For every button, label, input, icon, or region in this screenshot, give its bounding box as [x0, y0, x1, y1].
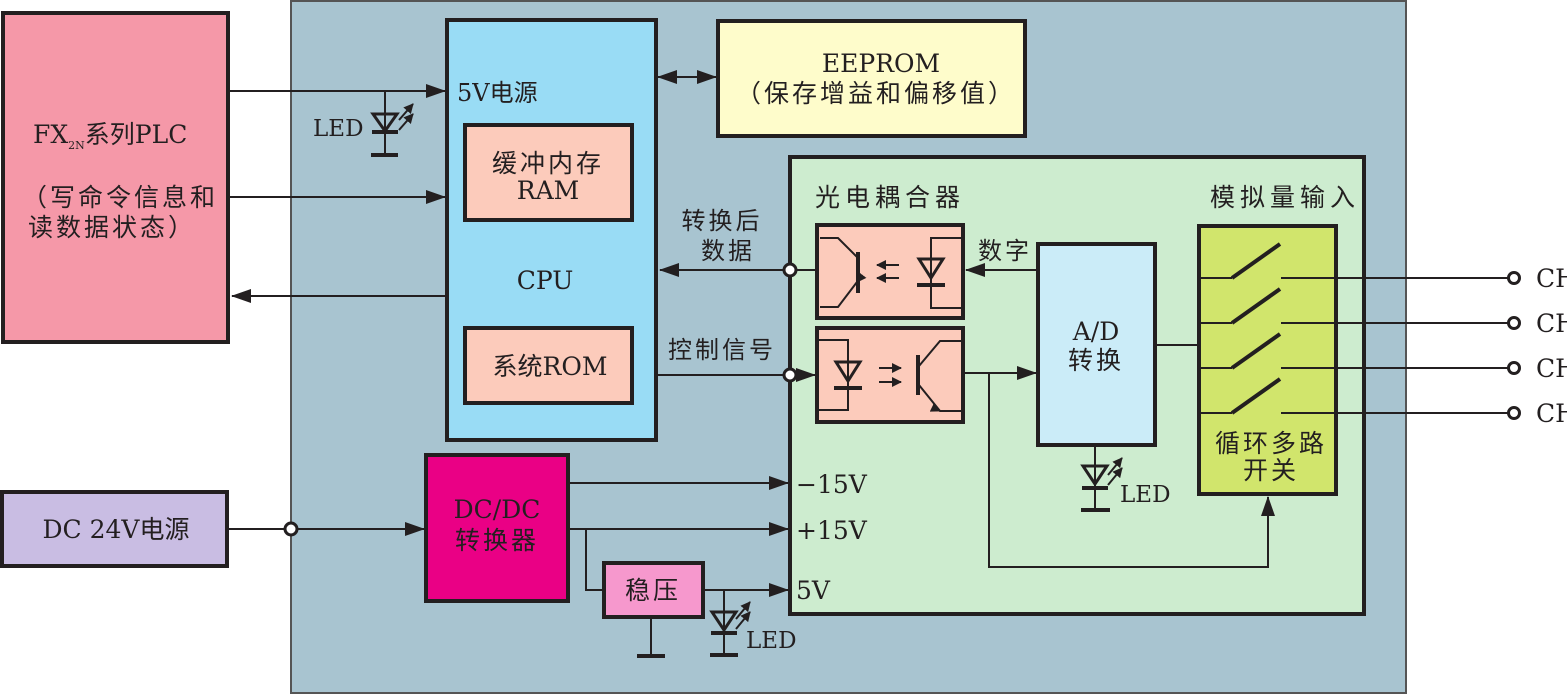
channel-label: CH [1536, 354, 1567, 383]
adc-label-line1: A/D [1072, 317, 1120, 346]
channel-terminal[interactable]: CH [1507, 354, 1567, 383]
plc-led-label: LED [313, 116, 364, 142]
optocoupler-label: 光电耦合器 [815, 183, 965, 212]
regulator-block: 稳压 [602, 561, 705, 619]
led-diode-icon [709, 610, 739, 633]
mux-label-line2: 开关 [1243, 456, 1299, 485]
converted-data-terminal [782, 262, 798, 278]
dc24v-source-block: DC 24V电源 [0, 490, 229, 568]
control-signal-label: 控制信号 [668, 336, 776, 364]
led-diode-icon [833, 360, 863, 384]
optocoupler-bottom [815, 326, 965, 424]
dc24v-label: DC 24V电源 [43, 515, 190, 544]
cpu-label: CPU [517, 266, 574, 295]
plc-title-prefix: FX [33, 120, 68, 149]
converted-data-label-line2: 数据 [701, 237, 755, 265]
adc-block: A/D 转换 [1036, 242, 1157, 447]
channel-label: CH [1536, 309, 1567, 338]
ram-label-line1: 缓冲内存 [492, 149, 604, 178]
cpu-power-label: 5V电源 [457, 79, 538, 107]
led-diode-icon [916, 257, 946, 281]
plc-desc-line1: （写命令信息和 [22, 183, 218, 212]
power-led-indicator: LED [709, 590, 797, 657]
digital-label: 数字 [978, 237, 1032, 265]
ram-block [463, 123, 634, 222]
v5-label: 5V [796, 576, 831, 605]
minus15v-label: −15V [796, 470, 868, 499]
mux-switch-ch1 [1201, 242, 1510, 280]
svg-text:FX2N系列PLC: FX2N系列PLC [33, 120, 187, 152]
channel-terminal[interactable]: CH [1507, 309, 1567, 338]
dcdc-label-line1: DC/DC [454, 495, 541, 524]
eeprom-title: EEPROM [822, 49, 940, 78]
channel-label: CH [1536, 399, 1567, 428]
plc-title-suffix: 系列PLC [85, 120, 188, 149]
eeprom-desc: （保存增益和偏移值） [736, 79, 1016, 108]
converted-data-label-line1: 转换后 [682, 207, 763, 235]
channel-terminal[interactable]: CH [1507, 399, 1567, 428]
dcdc-to-regulator-wire [585, 529, 604, 591]
regulator-label: 稳压 [625, 576, 681, 605]
led-diode-icon [370, 112, 400, 134]
mux-switch-ch3 [1201, 332, 1510, 370]
dcdc-label-line2: 转换器 [455, 526, 539, 555]
adc-label-line2: 转换 [1068, 346, 1124, 375]
plc-block: FX2N系列PLC （写命令信息和 读数据状态） [1, 11, 230, 344]
control-to-mux-wire [988, 373, 1275, 568]
led-diode-icon [1080, 464, 1110, 487]
plc-title-sub: 2N [68, 139, 85, 152]
mux-block: 循环多路 开关 [1197, 224, 1510, 496]
adc-led-indicator: LED [1080, 445, 1171, 512]
plc-led-indicator: LED [313, 91, 414, 157]
optocoupler-top [815, 223, 965, 320]
plc-desc-line2: 读数据状态） [28, 213, 196, 242]
eeprom-block: EEPROM （保存增益和偏移值） [716, 19, 1027, 138]
plus15v-label: +15V [796, 516, 868, 545]
rom-block [463, 326, 634, 405]
control-signal-terminal [782, 367, 798, 383]
channel-terminal[interactable]: CH [1507, 264, 1567, 293]
channel-label: CH [1536, 264, 1567, 293]
rom-label: 系统ROM [493, 352, 608, 381]
analog-input-title: 模拟量输入 [1210, 183, 1360, 212]
adc-led-label: LED [1120, 482, 1171, 508]
cpu-block: 5V电源 缓冲内存 RAM CPU 系统ROM [445, 18, 658, 442]
mux-label-line1: 循环多路 [1215, 429, 1327, 458]
ram-label-line2: RAM [517, 176, 579, 205]
power-led-label: LED [746, 628, 797, 654]
mux-switch-ch4 [1201, 377, 1510, 415]
mux-switch-ch2 [1201, 287, 1510, 325]
dc24v-terminal [283, 521, 299, 537]
dcdc-converter-block: DC/DC 转换器 [424, 453, 570, 603]
